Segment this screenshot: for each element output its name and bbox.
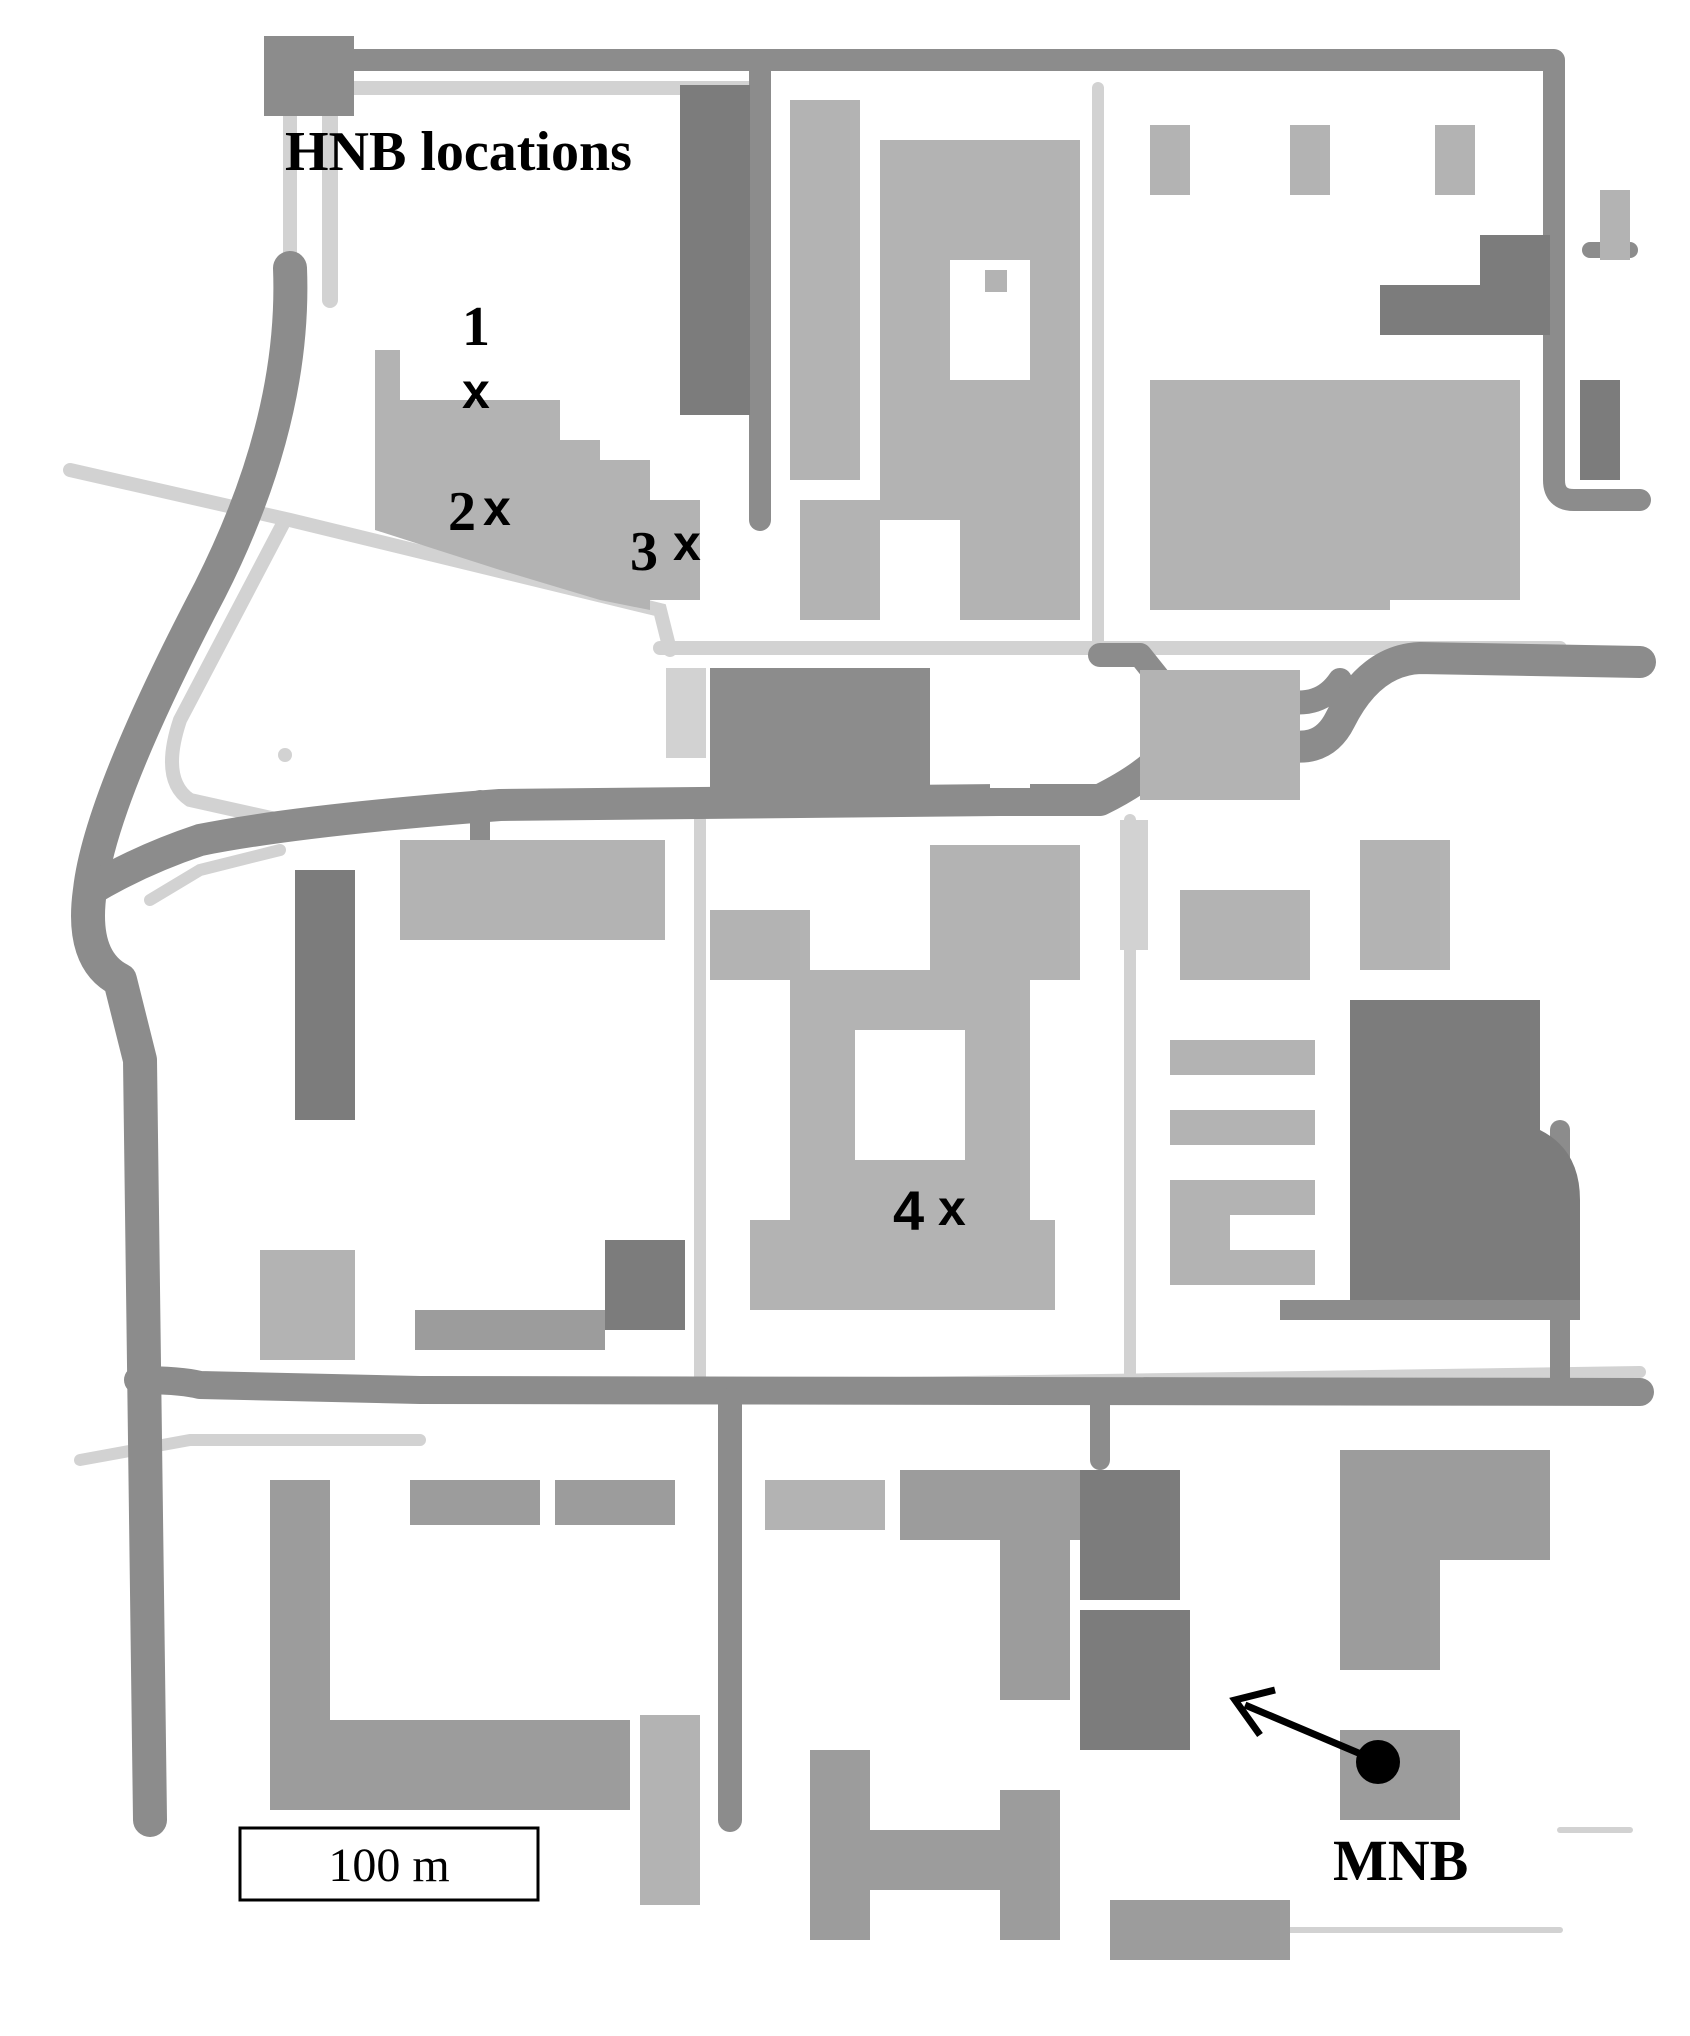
- direction-arrow-head: [1229, 1686, 1276, 1738]
- direction-arrow-line: [1243, 1701, 1377, 1764]
- marker-number-4: 4: [893, 1179, 924, 1242]
- roads: [71, 36, 1656, 1837]
- mnb-dot: [1356, 1740, 1400, 1784]
- marker-number-3: 3: [630, 521, 658, 583]
- mnb-label: MNB: [1333, 1828, 1468, 1893]
- mid-buildings: [270, 1310, 1550, 1960]
- scale-bar: 100 m: [238, 1826, 540, 1902]
- light-buildings: [260, 100, 1630, 1905]
- mnb-marker: MNB: [1229, 1686, 1468, 1893]
- hnb-marker-3: 3 x: [630, 515, 701, 583]
- marker-x-3: x: [673, 515, 701, 571]
- marker-number-2: 2: [448, 481, 476, 543]
- hnb-marker-4: 4 x: [893, 1179, 966, 1242]
- marker-x-1: x: [462, 363, 490, 419]
- marker-x-2: x: [483, 480, 511, 536]
- marker-x-4: x: [938, 1180, 966, 1236]
- dark-buildings: [295, 85, 1620, 1750]
- scale-bar-label: 100 m: [328, 1839, 449, 1892]
- hnb-marker-2: 2 x: [448, 480, 511, 543]
- scale-bar-box: [238, 1826, 540, 1902]
- marker-number-1: 1: [462, 296, 490, 358]
- map-title: HNB locations: [285, 121, 632, 183]
- hnb-marker-1: 1 x: [462, 296, 490, 419]
